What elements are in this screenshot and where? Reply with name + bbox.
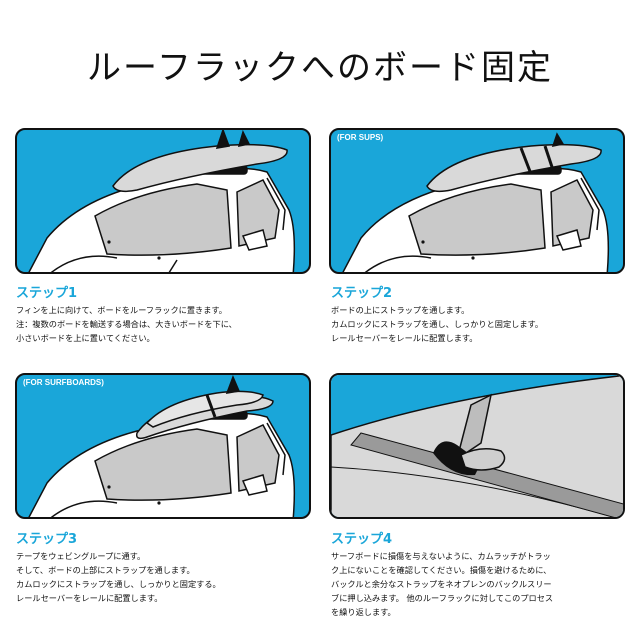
step4-line: ク上にないことを確認してください。損傷を避けるために、 — [331, 565, 552, 575]
car-board-image — [28, 130, 296, 272]
step4-illustration — [329, 373, 625, 519]
step4-line: バックルと余分なストラップをネオプレンのバックルスリー — [331, 579, 552, 589]
car-sup-image — [342, 132, 610, 272]
step2-text: ボードの上にストラップを通します。 カムロックにストラップを通し、しっかりと固定… — [331, 303, 631, 345]
step3-title: ステップ3 — [16, 532, 78, 547]
step3-illustration: (FOR SURFBOARDS) — [15, 373, 311, 519]
step2-illustration: (FOR SUPS) — [329, 128, 625, 274]
step1-line: 小さいボードを上に置いてください。 — [16, 333, 155, 343]
step2-line: レールセーバーをレールに配置します。 — [331, 333, 478, 343]
step2-title: ステップ2 — [331, 286, 393, 301]
step2-line: ボードの上にストラップを通します。 — [331, 305, 470, 315]
camlock-closeup-image — [331, 375, 623, 517]
step4-title: ステップ4 — [331, 532, 393, 547]
step3-line: カムロックにストラップを通し、しっかりと固定する。 — [16, 579, 221, 589]
step1-illustration — [15, 128, 311, 274]
step3-text: テープをウェビングループに通す。 そして、ボードの上部にストラップを通します。 … — [16, 549, 316, 605]
step3-line: テープをウェビングループに通す。 — [16, 551, 146, 561]
step3-line: レールセーバーをレールに配置します。 — [16, 593, 163, 603]
page-title: ルーフラックへのボード固定 — [87, 48, 553, 88]
step1-line: 注：複数のボードを輸送する場合は、大きいボードを下に、 — [16, 319, 237, 329]
step1-text: フィンを上に向けて、ボードをルーフラックに置きます。 注：複数のボードを輸送する… — [16, 303, 316, 345]
step4-line: を繰り返します。 — [331, 607, 396, 617]
step3-line: そして、ボードの上部にストラップを通します。 — [16, 565, 195, 575]
panel-tag: (FOR SUPS) — [337, 133, 384, 142]
step4-line: ブに押し込みます。 他のルーフラックに対してこのプロセス — [331, 593, 554, 603]
car-surfboards-image — [28, 375, 296, 517]
step1-title: ステップ1 — [16, 286, 78, 301]
step2-line: カムロックにストラップを通し、しっかりと固定します。 — [331, 319, 544, 329]
step4-line: サーフボードに損傷を与えないように、カムラッチがトラッ — [331, 551, 551, 561]
step1-line: フィンを上に向けて、ボードをルーフラックに置きます。 — [16, 305, 227, 315]
panel-tag: (FOR SURFBOARDS) — [23, 378, 104, 387]
step4-text: サーフボードに損傷を与えないように、カムラッチがトラッ ク上にないことを確認して… — [331, 549, 631, 619]
